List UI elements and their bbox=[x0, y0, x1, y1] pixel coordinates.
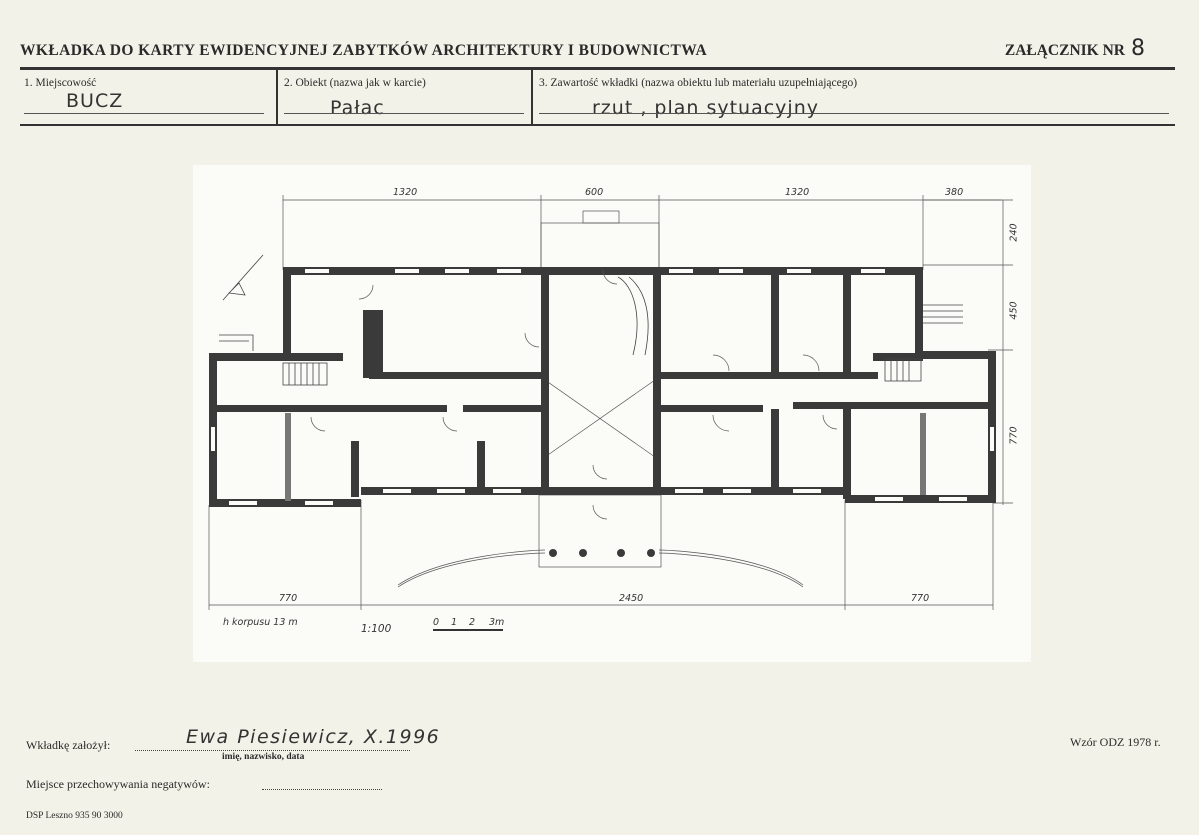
dim-bottom-3: 770 bbox=[911, 593, 930, 604]
scale-label: 1:100 bbox=[361, 623, 392, 635]
field-divider bbox=[276, 70, 278, 126]
floor-plan-svg bbox=[208, 195, 1013, 610]
created-by-hint: imię, nazwisko, data bbox=[222, 752, 305, 762]
dim-top-4: 380 bbox=[945, 187, 964, 198]
object-label: 2. Obiekt (nazwa jak w karcie) bbox=[284, 77, 426, 89]
created-by-label: Wkładkę założył: bbox=[26, 738, 111, 752]
locality-value: BUCZ bbox=[66, 90, 124, 112]
content-label: 3. Zawartość wkładki (nazwa obiektu lub … bbox=[539, 77, 858, 89]
dim-right-1: 240 bbox=[1008, 223, 1020, 242]
dim-right-2: 450 bbox=[1008, 301, 1020, 320]
created-by-dotted-line bbox=[135, 750, 410, 751]
form-title: WKŁADKA DO KARTY EWIDENCYJNEJ ZABYTKÓW A… bbox=[20, 42, 708, 59]
scale-bar: 0 1 2 3m bbox=[433, 617, 523, 633]
field-divider bbox=[531, 70, 533, 126]
content-underline bbox=[539, 113, 1169, 114]
dim-top-2: 600 bbox=[585, 187, 604, 198]
created-by-signature: Ewa Piesiewicz, X.1996 bbox=[186, 726, 441, 748]
scale-tick-0: 0 bbox=[433, 617, 440, 628]
object-underline bbox=[284, 113, 524, 114]
annex-number: 8 bbox=[1131, 36, 1145, 61]
template-note: Wzór ODZ 1978 r. bbox=[1070, 735, 1161, 749]
dim-top-1: 1320 bbox=[393, 187, 418, 198]
scale-tick-1: 1 bbox=[451, 617, 458, 628]
height-note: h korpusu 13 m bbox=[223, 617, 298, 628]
form-header: WKŁADKA DO KARTY EWIDENCYJNEJ ZABYTKÓW A… bbox=[20, 36, 1175, 66]
object-value: Pałac bbox=[330, 97, 385, 119]
printer-note: DSP Leszno 935 90 3000 bbox=[26, 811, 123, 821]
content-value: rzut , plan sytuacyjny bbox=[592, 97, 819, 119]
negatives-label: Miejsce przechowywania negatywów: bbox=[26, 777, 210, 791]
scale-bar-line bbox=[433, 629, 503, 631]
header-rule bbox=[20, 67, 1175, 70]
scale-tick-2: 2 bbox=[469, 617, 476, 628]
dim-right-3: 770 bbox=[1008, 426, 1020, 445]
dim-top-3: 1320 bbox=[785, 187, 810, 198]
annex-label: ZAŁĄCZNIK NR bbox=[1004, 42, 1125, 59]
negatives-dotted-line bbox=[262, 789, 382, 790]
scale-tick-3: 3m bbox=[489, 617, 505, 628]
locality-underline bbox=[24, 113, 264, 114]
dim-bottom-1: 770 bbox=[279, 593, 298, 604]
dim-bottom-2: 2450 bbox=[619, 593, 644, 604]
locality-label: 1. Miejscowość bbox=[24, 77, 97, 89]
floor-plan-drawing: 1320 600 1320 380 240 450 770 770 2450 7… bbox=[193, 165, 1031, 662]
field-row-rule bbox=[20, 124, 1175, 126]
